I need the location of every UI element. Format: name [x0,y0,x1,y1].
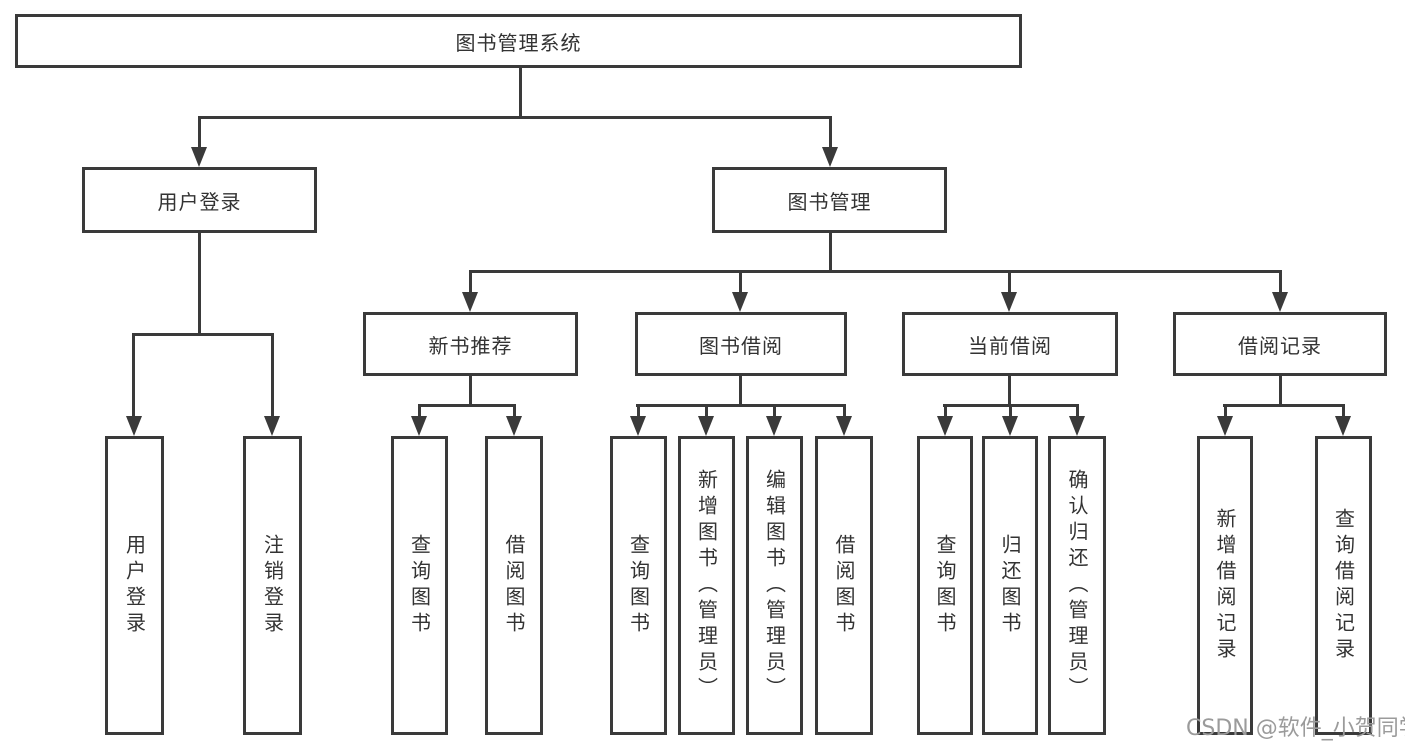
arrow-down-icon [1002,416,1018,436]
leaf-label: 编辑图书（管理员） [762,468,787,703]
node-book-management: 图书管理 [712,167,947,233]
connector-line [637,404,640,418]
node-book-management-label: 图书管理 [787,189,872,214]
node-root-label: 图书管理系统 [455,30,582,55]
arrow-down-icon [766,416,782,436]
connector-line [469,270,1282,273]
connector-line [271,333,274,416]
leaf-label: 新增图书（管理员） [694,468,719,703]
node-current-borrow-label: 当前借阅 [968,333,1052,358]
node-borrow-records: 借阅记录 [1173,312,1387,376]
node-book-borrow-label: 图书借阅 [699,333,783,358]
arrow-down-icon [1001,292,1017,312]
leaf-confirm-return-admin: 确认归还（管理员） [1048,436,1106,735]
connector-line [132,333,135,416]
arrow-down-icon [630,416,646,436]
arrow-down-icon [698,416,714,436]
leaf-label: 查询借阅记录 [1331,507,1356,664]
connector-line [739,270,742,296]
connector-line [198,233,201,333]
connector-line [1008,270,1011,296]
leaf-label: 归还图书 [998,533,1022,638]
leaf-query-books-borrow: 查询图书 [610,436,667,735]
watermark: CSDN @软件_小贺同学 [1186,716,1405,741]
leaf-label: 新增借阅记录 [1213,507,1237,664]
leaf-label: 查询图书 [933,533,957,638]
node-book-borrow: 图书借阅 [635,312,847,376]
node-user-login-label: 用户登录 [157,189,242,214]
node-new-book-recommend: 新书推荐 [363,312,578,376]
arrow-down-icon [1272,292,1288,312]
arrow-down-icon [1069,416,1085,436]
connector-line [1279,376,1282,406]
connector-line [198,116,832,119]
arrow-down-icon [191,147,207,167]
connector-line [519,67,522,118]
arrow-down-icon [411,416,427,436]
leaf-borrow-books: 借阅图书 [815,436,873,735]
arrow-down-icon [937,416,953,436]
connector-line [843,404,846,418]
leaf-add-books-admin: 新增图书（管理员） [678,436,735,735]
node-current-borrow: 当前借阅 [902,312,1118,376]
connector-line [513,404,516,418]
leaf-user-login: 用户登录 [105,436,164,735]
connector-line [636,404,845,407]
connector-line [418,404,516,407]
arrow-down-icon [126,416,142,436]
connector-line [1279,270,1282,296]
leaf-label: 查询图书 [626,533,651,638]
node-new-book-recommend-label: 新书推荐 [428,333,513,358]
leaf-query-books-current: 查询图书 [917,436,973,735]
connector-line [773,404,776,418]
connector-line [469,270,472,296]
connector-line [944,404,947,418]
leaf-borrow-books-recommend: 借阅图书 [485,436,543,735]
arrow-down-icon [1217,416,1233,436]
arrow-down-icon [264,416,280,436]
arrow-down-icon [836,416,852,436]
leaf-logout: 注销登录 [243,436,302,735]
connector-line [198,116,201,148]
connector-line [1009,404,1012,418]
arrow-down-icon [822,147,838,167]
connector-line [1076,404,1079,418]
node-borrow-records-label: 借阅记录 [1238,333,1322,358]
leaf-edit-books-admin: 编辑图书（管理员） [746,436,803,735]
arrow-down-icon [506,416,522,436]
leaf-label: 确认归还（管理员） [1065,468,1089,703]
connector-line [418,404,421,418]
leaf-label: 注销登录 [260,533,285,638]
leaf-add-borrow-record: 新增借阅记录 [1197,436,1253,735]
leaf-label: 用户登录 [122,533,147,638]
connector-line [132,333,274,336]
connector-line [469,376,472,406]
connector-line [705,404,708,418]
leaf-label: 查询图书 [407,533,432,638]
connector-line [1223,404,1345,407]
leaf-label: 借阅图书 [832,533,856,638]
node-user-login: 用户登录 [82,167,317,233]
node-root-system: 图书管理系统 [15,14,1022,68]
arrow-down-icon [1335,416,1351,436]
arrow-down-icon [732,292,748,312]
connector-line [1342,404,1345,418]
leaf-label: 借阅图书 [502,533,526,638]
connector-line [1224,404,1227,418]
leaf-query-books-recommend: 查询图书 [391,436,448,735]
arrow-down-icon [462,292,478,312]
leaf-return-books: 归还图书 [982,436,1038,735]
connector-line [739,376,742,406]
connector-line [1008,376,1011,406]
leaf-query-borrow-record: 查询借阅记录 [1315,436,1372,735]
connector-line [829,233,832,273]
connector-line [829,116,832,148]
